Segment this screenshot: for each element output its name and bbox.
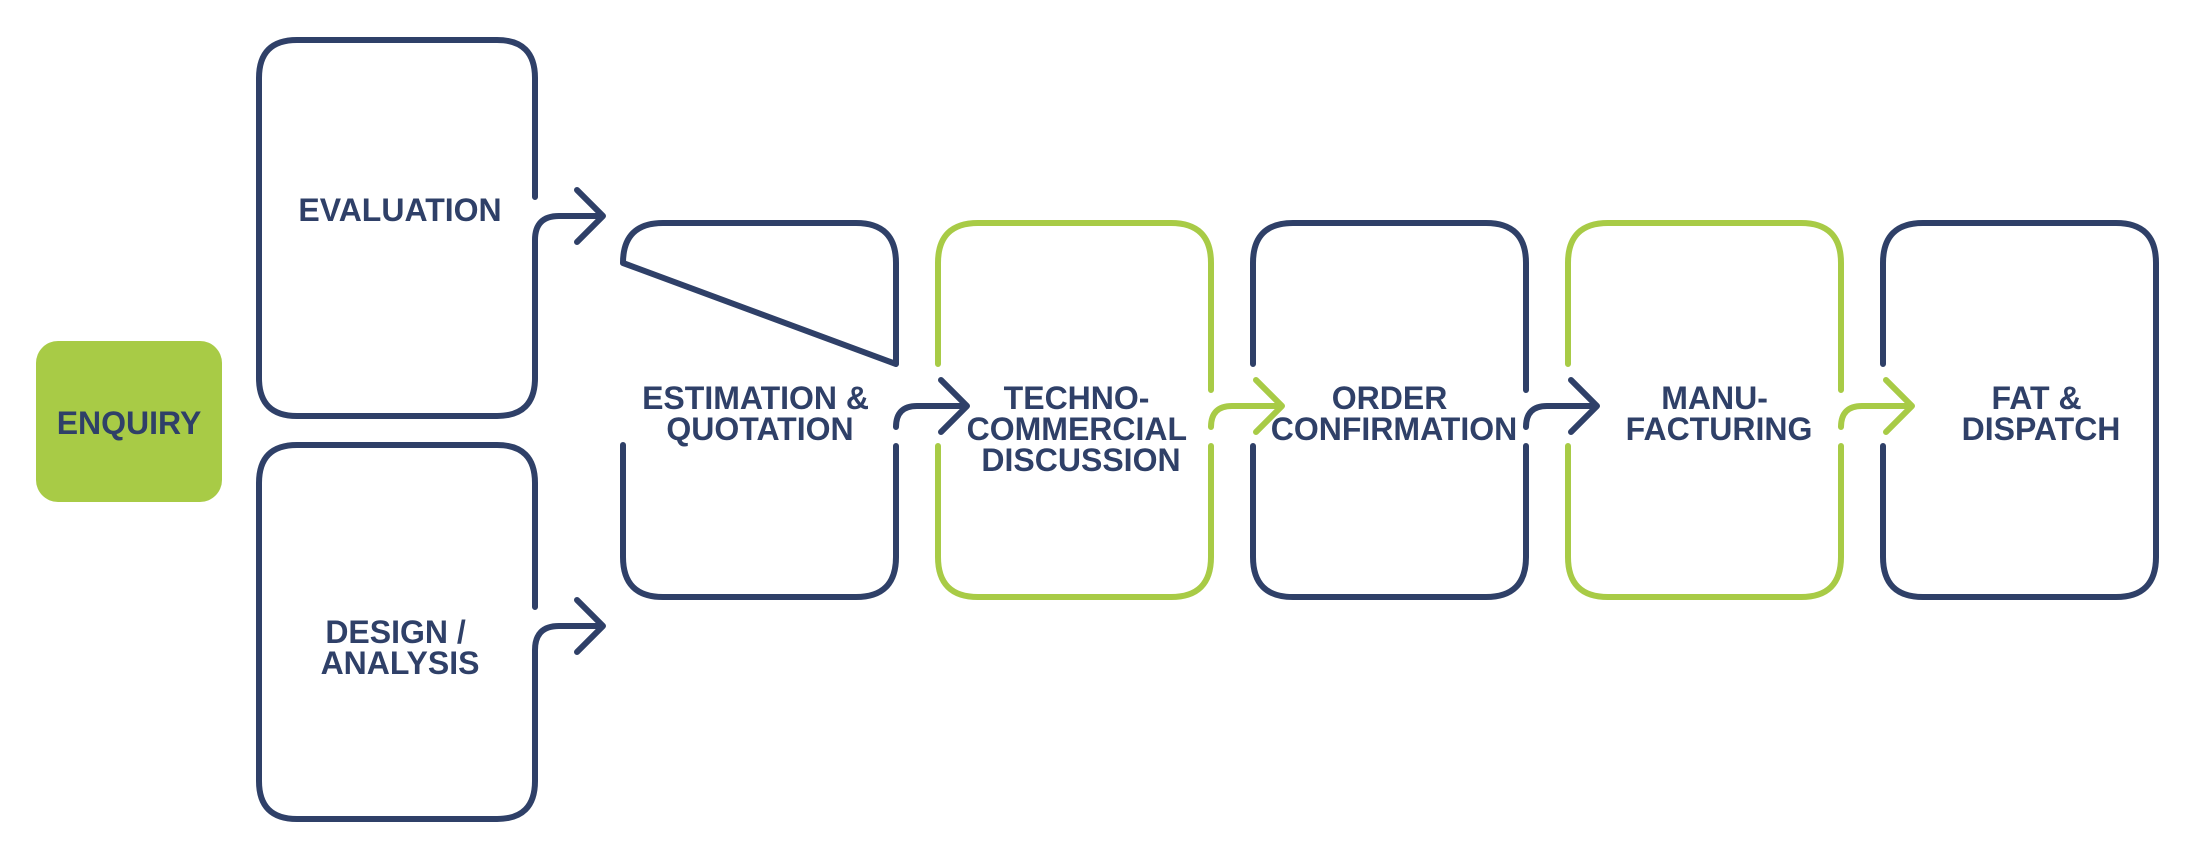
stage-manufacturing: MANU- FACTURING: [1565, 220, 1915, 600]
evaluation-box: [256, 37, 538, 419]
evaluation-block: EVALUATION: [256, 37, 606, 419]
design-analysis-label-line-1: DESIGN /: [325, 614, 466, 650]
stage-box: [620, 220, 899, 600]
stage-label: FAT & DISPATCH: [1962, 380, 2121, 447]
stage-box: [1250, 220, 1529, 600]
design-analysis-label-line-2: ANALYSIS: [321, 645, 480, 681]
stage-label-line-1: MANU-: [1661, 380, 1768, 416]
enquiry-box: [36, 341, 222, 502]
stage-arrow: [893, 377, 970, 435]
design-analysis-block: DESIGN / ANALYSIS: [256, 442, 606, 822]
stage-label-line-1: TECHNO-: [1004, 380, 1150, 416]
stage-fat-dispatch: FAT & DISPATCH: [1880, 220, 2159, 600]
stage-box: [1565, 220, 1844, 600]
stage-label-line-1: ESTIMATION &: [642, 380, 869, 416]
stage-label: ESTIMATION & QUOTATION: [642, 380, 878, 447]
stage-box: [1880, 220, 2159, 600]
design-analysis-arrow: [532, 597, 606, 667]
stage-label-line-2: DISPATCH: [1962, 411, 2121, 447]
stage-box: [935, 220, 1214, 600]
stage-label-line-2: CONFIRMATION: [1271, 411, 1517, 447]
design-analysis-box: [256, 442, 538, 822]
enquiry-block: ENQUIRY: [36, 341, 222, 502]
stage-label: ORDER CONFIRMATION: [1271, 380, 1517, 447]
stage-label-line-1: ORDER: [1332, 380, 1448, 416]
stage-estimation-quotation: ESTIMATION & QUOTATION: [620, 220, 970, 600]
stage-label-line-3: DISCUSSION: [981, 442, 1180, 478]
stage-label-line-2: FACTURING: [1626, 411, 1813, 447]
stage-arrow: [1523, 377, 1600, 435]
evaluation-label-line: EVALUATION: [298, 192, 501, 228]
stage-order-confirmation: ORDER CONFIRMATION: [1250, 220, 1600, 600]
stage-arrow: [1838, 377, 1915, 435]
stage-techno-commercial-discussion: TECHNO- COMMERCIAL DISCUSSION: [935, 220, 1285, 600]
stage-label: TECHNO- COMMERCIAL DISCUSSION: [967, 380, 1196, 478]
stage-label: MANU- FACTURING: [1626, 380, 1813, 447]
enquiry-label: ENQUIRY: [57, 405, 202, 441]
stage-label-line-2: COMMERCIAL: [967, 411, 1187, 447]
stage-label-line-1: FAT &: [1992, 380, 2082, 416]
evaluation-label: EVALUATION: [298, 192, 501, 228]
design-analysis-label: DESIGN / ANALYSIS: [321, 614, 480, 681]
stage-arrow: [1208, 377, 1285, 435]
stage-label-line-2: QUOTATION: [666, 411, 853, 447]
evaluation-arrow: [532, 187, 606, 258]
